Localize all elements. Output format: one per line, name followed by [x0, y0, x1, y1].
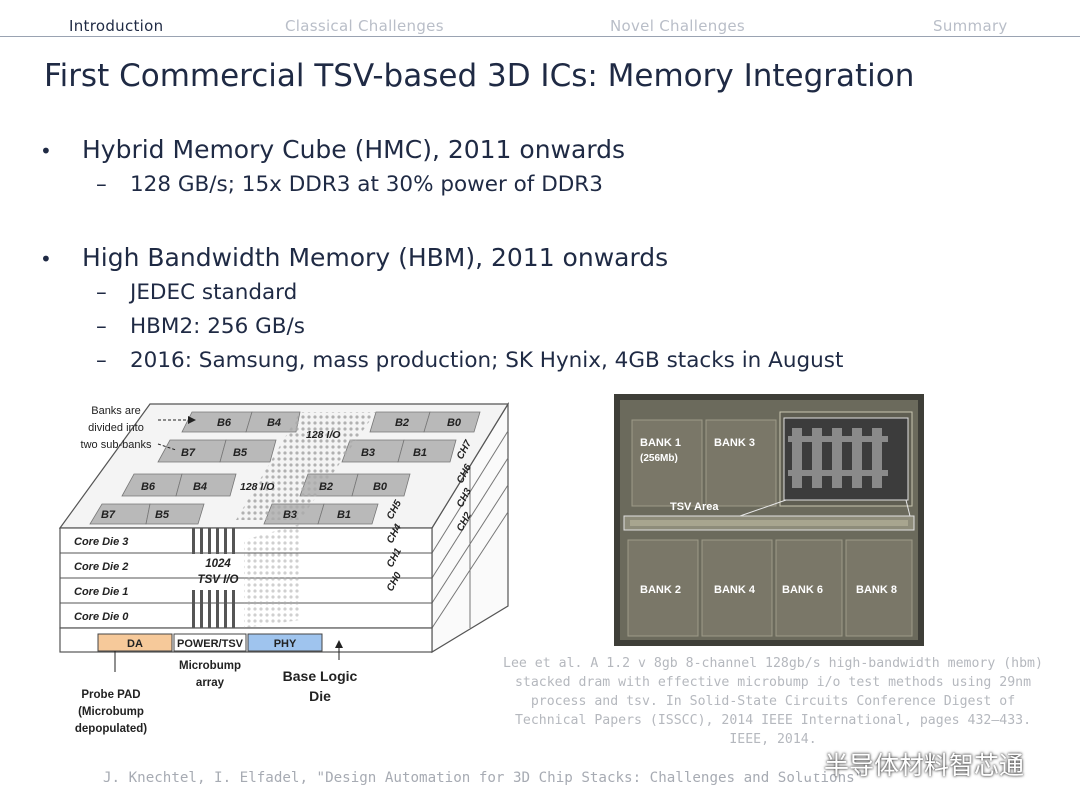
bank-label: B6 [217, 417, 232, 429]
base-logic-label: Base Logic [283, 668, 358, 684]
core-die-label: Core Die 1 [74, 586, 128, 598]
bank8-label: BANK 8 [856, 584, 897, 596]
hbm-die-photo: BANK 1 (256Mb) BANK 3 TSV Area BANK 2 BA… [614, 394, 924, 646]
slide-title: First Commercial TSV-based 3D ICs: Memor… [44, 58, 915, 94]
dash-marker: – [96, 314, 107, 339]
bank6-label: BANK 6 [782, 584, 823, 596]
paper-citation: Lee et al. A 1.2 v 8gb 8-channel 128gb/s… [503, 656, 1043, 747]
bank-label: B7 [181, 447, 196, 459]
microbump-label: Microbump [179, 660, 241, 672]
sub-bullet-text: 2016: Samsung, mass production; SK Hynix… [130, 348, 844, 373]
banks-note-line: divided into [88, 422, 144, 434]
hbm-stack-diagram: B6 B4 B2 B0 B7 B5 B3 B1 B6 B4 B2 B0 B7 B… [58, 401, 510, 735]
bullet-marker: • [40, 139, 52, 163]
base-logic-label: Die [309, 688, 331, 704]
bank-label: B3 [361, 447, 375, 459]
core-die-label: Core Die 3 [74, 536, 128, 548]
bank4-label: BANK 4 [714, 584, 756, 596]
nav-tab-classical-challenges[interactable]: Classical Challenges [285, 17, 444, 35]
io-label: 128 I/O [240, 481, 274, 493]
sub-bullet-text: JEDEC standard [130, 280, 298, 305]
tsv-area-label: TSV Area [670, 501, 719, 513]
block-da-label: DA [127, 638, 143, 650]
tsv-io-count: 1024 [205, 558, 231, 570]
bank-label: B4 [267, 417, 281, 429]
tsv-io-label: TSV I/O [198, 574, 239, 586]
section-nav: Introduction Classical Challenges Novel … [0, 0, 1080, 37]
dash-marker: – [96, 172, 107, 197]
block-power-tsv-label: POWER/TSV [177, 638, 244, 650]
io-label: 128 I/O [306, 429, 340, 441]
bank-label: B2 [319, 481, 333, 493]
sub-bullet-text: HBM2: 256 GB/s [130, 314, 305, 339]
watermark: 半导体材料智芯通 [786, 744, 1024, 784]
slide-footer: J. Knechtel, I. Elfadel, "Design Automat… [103, 770, 864, 786]
watermark-text: 半导体材料智芯通 [824, 751, 1025, 780]
bank-label: B6 [141, 481, 156, 493]
nav-tab-summary[interactable]: Summary [933, 17, 1008, 35]
bank-label: B0 [447, 417, 462, 429]
microbump-label: array [196, 677, 225, 689]
bullet-text: Hybrid Memory Cube (HMC), 2011 onwards [82, 135, 626, 164]
bank3-label: BANK 3 [714, 437, 755, 449]
nav-tab-introduction[interactable]: Introduction [69, 17, 164, 35]
core-die-label: Core Die 2 [74, 561, 128, 573]
bank2-label: BANK 2 [640, 584, 681, 596]
bank-label: B1 [413, 447, 427, 459]
bank-label: B2 [395, 417, 409, 429]
bullet-hmc: • Hybrid Memory Cube (HMC), 2011 onwards [40, 135, 625, 164]
banks-note-line: two sub-banks [81, 439, 152, 451]
wechat-icon [787, 751, 819, 776]
probe-pad-label: depopulated) [75, 723, 147, 735]
core-die-label: Core Die 0 [74, 611, 129, 623]
sub-bullet-2016: –2016: Samsung, mass production; SK Hyni… [96, 348, 843, 373]
block-phy-label: PHY [274, 638, 297, 650]
bullet-text: High Bandwidth Memory (HBM), 2011 onward… [82, 243, 669, 272]
bullet-hbm: • High Bandwidth Memory (HBM), 2011 onwar… [40, 243, 668, 272]
dash-marker: – [96, 280, 107, 305]
bank-label: B4 [193, 481, 207, 493]
bank-label: B1 [337, 509, 351, 521]
bank1-label: BANK 1 [640, 437, 681, 449]
bank-label: B7 [101, 509, 116, 521]
bank1-size-label: (256Mb) [640, 453, 678, 464]
dash-marker: – [96, 348, 107, 373]
sub-bullet-hbm2: –HBM2: 256 GB/s [96, 314, 305, 339]
bank-label: B0 [373, 481, 388, 493]
bank-label: B5 [155, 509, 170, 521]
bullet-marker: • [40, 247, 52, 271]
banks-note-line: Banks are [91, 405, 141, 417]
bank-label: B3 [283, 509, 297, 521]
sub-bullet-jedec: –JEDEC standard [96, 280, 297, 305]
nav-tab-novel-challenges[interactable]: Novel Challenges [610, 17, 746, 35]
bank-label: B5 [233, 447, 248, 459]
probe-pad-label: (Microbump [78, 706, 144, 718]
sub-bullet-text: 128 GB/s; 15x DDR3 at 30% power of DDR3 [130, 172, 603, 197]
sub-bullet-hmc-bandwidth: –128 GB/s; 15x DDR3 at 30% power of DDR3 [96, 172, 603, 197]
probe-pad-label: Probe PAD [81, 689, 140, 701]
